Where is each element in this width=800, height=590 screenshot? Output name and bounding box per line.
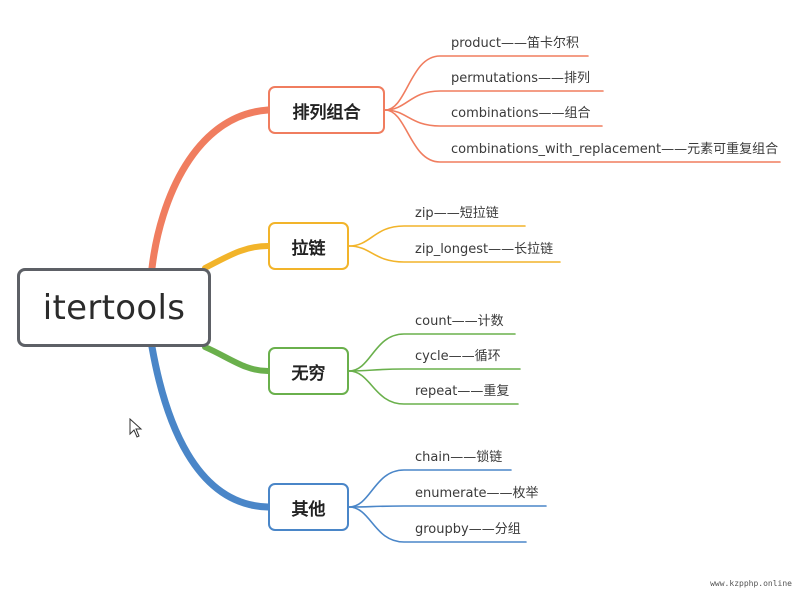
leaf-connector-2-1 xyxy=(348,368,521,372)
branch-node-label: 拉链 xyxy=(291,238,326,259)
leaf-connector-0-1 xyxy=(384,90,604,111)
leaf-chain[interactable]: chain——锁链 xyxy=(415,450,503,465)
leaf-connector-1-1 xyxy=(348,245,561,263)
branch-node-zip[interactable]: 拉链 xyxy=(268,222,349,270)
leaf-connector-2-0 xyxy=(348,333,516,372)
leaf-zip[interactable]: zip——短拉链 xyxy=(415,206,499,221)
mouse-pointer-icon xyxy=(129,418,143,438)
leaf-combinations[interactable]: combinations——组合 xyxy=(451,106,591,121)
branch-node-label: 无穷 xyxy=(291,363,326,384)
leaf-connector-3-1 xyxy=(348,505,547,508)
leaf-groupby[interactable]: groupby——分组 xyxy=(415,522,521,537)
leaf-product[interactable]: product——笛卡尔积 xyxy=(451,36,580,51)
branch-node-infinite[interactable]: 无穷 xyxy=(268,347,349,395)
leaf-count[interactable]: count——计数 xyxy=(415,314,504,329)
branch-node-label: 其他 xyxy=(291,499,326,520)
branch-node-permutations-combinations[interactable]: 排列组合 xyxy=(268,86,385,134)
root-connector-0 xyxy=(148,106,272,272)
leaf-connector-1-0 xyxy=(348,225,526,247)
leaf-connector-2-2 xyxy=(348,370,519,405)
root-node[interactable]: itertools xyxy=(17,268,211,347)
leaf-permutations[interactable]: permutations——排列 xyxy=(451,71,591,86)
leaf-cycle[interactable]: cycle——循环 xyxy=(415,349,501,364)
leaf-repeat[interactable]: repeat——重复 xyxy=(415,384,510,399)
watermark-text: www.kzpphp.online xyxy=(710,579,792,588)
leaf-connector-0-2 xyxy=(384,109,603,127)
root-connector-2 xyxy=(202,344,271,374)
root-connector-1 xyxy=(202,243,271,271)
leaf-enumerate[interactable]: enumerate——枚举 xyxy=(415,486,539,501)
leaf-zip-longest[interactable]: zip_longest——长拉链 xyxy=(415,242,554,257)
root-connector-3 xyxy=(148,343,272,511)
root-node-label: itertools xyxy=(42,287,186,328)
leaf-connector-3-0 xyxy=(348,469,512,508)
leaf-connector-0-3 xyxy=(384,109,781,163)
leaf-connector-3-2 xyxy=(348,506,527,543)
leaf-connector-0-0 xyxy=(384,55,589,111)
branch-node-other[interactable]: 其他 xyxy=(268,483,349,531)
branch-node-label: 排列组合 xyxy=(292,102,361,123)
leaf-combinations-with-replacement[interactable]: combinations_with_replacement——元素可重复组合 xyxy=(451,142,779,157)
